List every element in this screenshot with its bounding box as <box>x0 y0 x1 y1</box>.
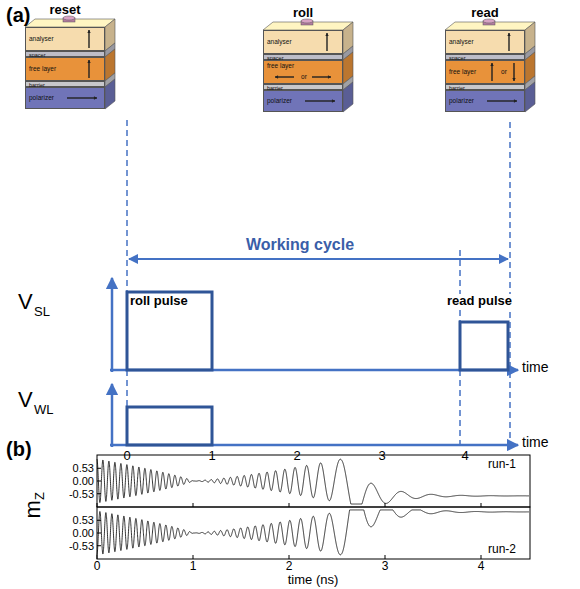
axis-title-part: Z <box>32 492 47 500</box>
cycle-start-line <box>126 120 128 448</box>
diagram-label: run-1 <box>488 458 516 471</box>
diagram-label: 0.53 <box>73 462 94 474</box>
diagram-label: 4 <box>461 449 468 463</box>
diagram-label: -0.53 <box>69 488 94 500</box>
mtj-stack: resetanalyserspacerfree layerbarrierpola… <box>25 2 119 114</box>
diagram-label: 0.53 <box>73 514 94 526</box>
diagram-label: V <box>18 388 33 412</box>
diagram-label: 0 <box>123 449 130 463</box>
mtj-stack: rollanalyserspacerfree layerorbarrierpol… <box>263 5 357 117</box>
mtj-stack: readanalyserspacerfree layerorbarrierpol… <box>445 5 539 117</box>
diagram-label: 4 <box>478 560 485 573</box>
diagram-label: 0 <box>94 560 101 573</box>
axis-title-part: m <box>20 500 45 518</box>
stack-layer: polarizer <box>445 90 525 112</box>
diagram-label: 1 <box>208 449 215 463</box>
diagram-label: run-2 <box>488 543 516 556</box>
plot-frame <box>97 507 530 559</box>
diagram-label: 0.00 <box>73 527 94 539</box>
diagram-label: read pulse <box>447 294 512 308</box>
diagram-label: time <box>522 435 548 450</box>
layer-name: free layer <box>267 62 294 70</box>
layer-name: analyser <box>29 35 54 43</box>
diagram-label: 3 <box>378 449 385 463</box>
stack-layer: analyser <box>25 27 105 51</box>
diagram-label: SL <box>34 305 50 319</box>
wl-pulse-shape <box>127 407 212 445</box>
layer-name: free layer <box>449 68 476 76</box>
diagram-label: WL <box>34 403 54 417</box>
axis <box>111 384 114 447</box>
stack-heading: reset <box>25 2 105 17</box>
or-word: or <box>301 73 307 81</box>
layer-name: analyser <box>267 38 292 46</box>
diagram-label: 2 <box>286 560 293 573</box>
cycle-end-line <box>509 122 511 448</box>
diagram-label: 0.00 <box>73 475 94 487</box>
layer-name: polarizer <box>267 97 292 105</box>
stack-layer: free layer or <box>263 60 343 84</box>
diagram-label: (a) <box>6 4 30 26</box>
stack-layer: analyser <box>445 30 525 54</box>
read-pulse-shape <box>460 322 508 370</box>
diagram-label: time (ns) <box>288 573 339 587</box>
stack-layer: free layer <box>25 57 105 81</box>
layer-name: analyser <box>449 38 474 46</box>
layer-name: free layer <box>29 65 56 73</box>
layer-name: polarizer <box>449 97 474 105</box>
stack-heading: read <box>445 5 525 20</box>
diagram-label: 1 <box>190 560 197 573</box>
stack-layer: polarizer <box>263 90 343 112</box>
diagram-label: Working cycle <box>246 236 354 254</box>
stack-layer: polarizer <box>25 87 105 109</box>
y-axis-title: mZ <box>21 492 47 518</box>
stack-layer: free layer or <box>445 60 525 84</box>
or-word: or <box>501 68 507 76</box>
diagram-label: 2 <box>293 449 300 463</box>
diagram-label: 3 <box>382 560 389 573</box>
cycle-arrow <box>129 258 508 260</box>
diagram-label: time <box>522 360 548 375</box>
diagram-label: (b) <box>6 438 32 460</box>
layer-name: polarizer <box>29 94 54 102</box>
roll-pulse-shape <box>127 292 212 370</box>
stack-heading: roll <box>263 5 343 20</box>
stack-layer: analyser <box>263 30 343 54</box>
diagram-label: V <box>18 290 33 314</box>
diagram-label: roll pulse <box>130 294 188 308</box>
axis <box>111 278 114 372</box>
mz-curves <box>97 459 529 559</box>
diagram-label: -0.53 <box>69 540 94 552</box>
